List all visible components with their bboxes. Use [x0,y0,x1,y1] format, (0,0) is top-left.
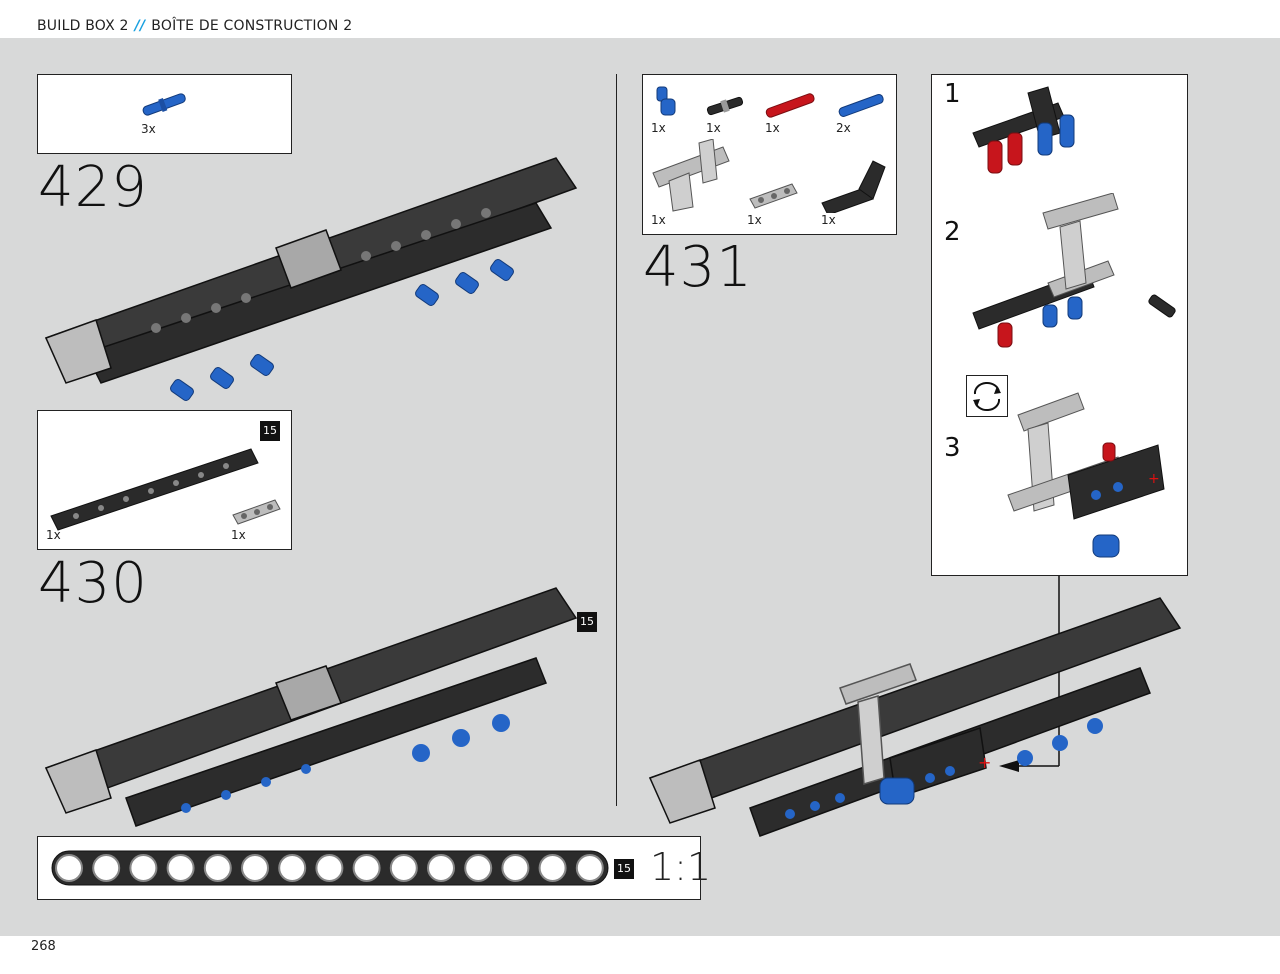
ruler-hole [166,854,195,882]
rotate-model-icon [966,375,1008,417]
red-axle-icon [765,93,815,118]
model-step-431: + [648,597,1182,837]
ruler-hole [315,854,344,882]
model-length-badge: 15 [577,612,597,632]
qty-label: 1x [765,121,780,135]
ruler-hole [203,854,232,882]
qty-label: 1x [651,121,666,135]
ruler-hole [55,854,83,882]
subassembly-callout: 1 2 [931,74,1188,576]
header-title: BUILD BOX 2 // BOÎTE DE CONSTRUCTION 2 [37,18,352,34]
header-title-en: BUILD BOX 2 [37,18,129,34]
model-step-430 [44,587,578,827]
ruler-hole [464,854,493,882]
blue-pin-icon [142,93,186,116]
ruler-hole [92,854,121,882]
substep-2-model [972,193,1176,348]
qty-label: 2x [836,121,851,135]
beam-15-ruler [51,850,609,886]
angled-beam-icon [821,160,886,213]
qty-label: 1x [821,213,836,227]
page-header: BUILD BOX 2 // BOÎTE DE CONSTRUCTION 2 [0,0,1280,38]
blue-pin-icon [838,94,884,117]
ruler-length-badge: 15 [614,859,634,879]
substep-number: 2 [944,217,961,247]
step-number-429: 429 [38,155,148,220]
beam-length-badge: 15 [260,421,280,441]
beam-3-icon [232,499,281,525]
column-divider [616,74,617,806]
black-axle-pin-icon [706,96,744,116]
h-frame-icon [652,139,730,212]
ruler-callout: 15 1:1 [37,836,711,900]
ruler-holes [55,854,604,882]
qty-label: 3x [141,122,156,136]
parts-callout-429: 3x [37,74,292,154]
instruction-page: 3x 429 [0,38,1280,936]
svg-text:+: + [978,753,991,772]
beam-15-icon [50,448,259,531]
page-number: 268 [31,939,56,954]
qty-label: 1x [231,528,246,542]
step-number-430: 430 [38,551,148,616]
substep-3-model: + [1007,392,1165,558]
ruler-hole [278,854,307,882]
rotate-arrows-icon [973,382,1001,411]
substep-number: 1 [944,79,961,109]
ruler-hole [389,854,418,882]
ruler-hole [501,854,530,882]
scale-label: 1:1 [650,845,712,889]
ruler-hole [352,854,381,882]
header-separator: // [134,18,146,34]
blue-angle-connector-icon [656,86,676,116]
page-footer: 268 [0,936,1280,974]
ruler-hole [575,854,604,882]
parts-callout-430: 15 1x 1x [37,410,292,550]
parts-callout-431: 1x 1x 1x 2x 1x 1x 1x [642,74,897,235]
model-step-429 [44,157,578,401]
ruler-hole [241,854,269,882]
qty-label: 1x [46,528,61,542]
substep-1-model [972,86,1075,174]
substep-number: 3 [944,433,961,463]
ruler-hole [427,854,455,882]
ruler-hole [129,854,158,882]
header-title-fr: BOÎTE DE CONSTRUCTION 2 [151,18,353,34]
qty-label: 1x [651,213,666,227]
step-number-431: 431 [643,235,753,300]
qty-label: 1x [747,213,762,227]
ruler-hole [538,854,567,882]
beam-3-icon [749,183,798,209]
svg-text:+: + [1148,471,1160,487]
qty-label: 1x [706,121,721,135]
